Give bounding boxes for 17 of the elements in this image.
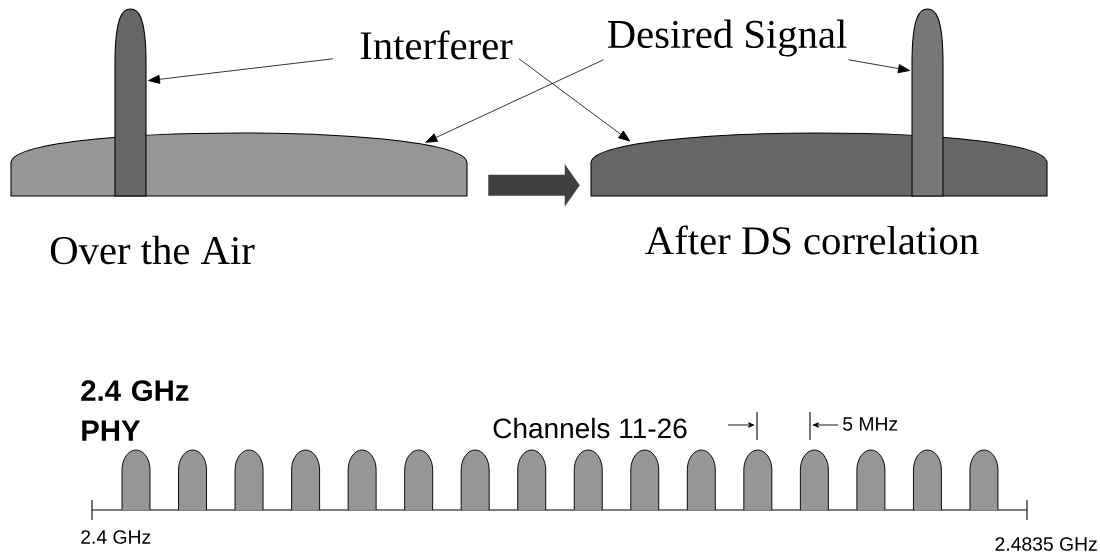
spread-spectrum-band	[590, 132, 1048, 197]
callout-text: Desired Signal	[607, 19, 847, 57]
signal-spike	[911, 8, 944, 197]
spread-spectrum-band	[10, 132, 468, 197]
label-text: 2.4 GHz	[81, 530, 151, 544]
label-text: 2.4 GHz PHY	[81, 380, 189, 441]
callout-text: Interferer	[360, 30, 513, 60]
label-text: Channels 11-26	[493, 417, 687, 439]
leader-arrow	[848, 59, 910, 74]
label-text: 5 MHz	[843, 417, 898, 431]
label-text: Over the Air	[50, 235, 255, 265]
leader-arrow	[518, 58, 631, 142]
label-text: After DS correlation	[645, 225, 979, 255]
signal-spike	[114, 8, 147, 197]
leader-arrow	[148, 58, 334, 84]
leader-arrow	[425, 59, 604, 143]
label-text: 2.4835 GHz	[995, 537, 1097, 551]
